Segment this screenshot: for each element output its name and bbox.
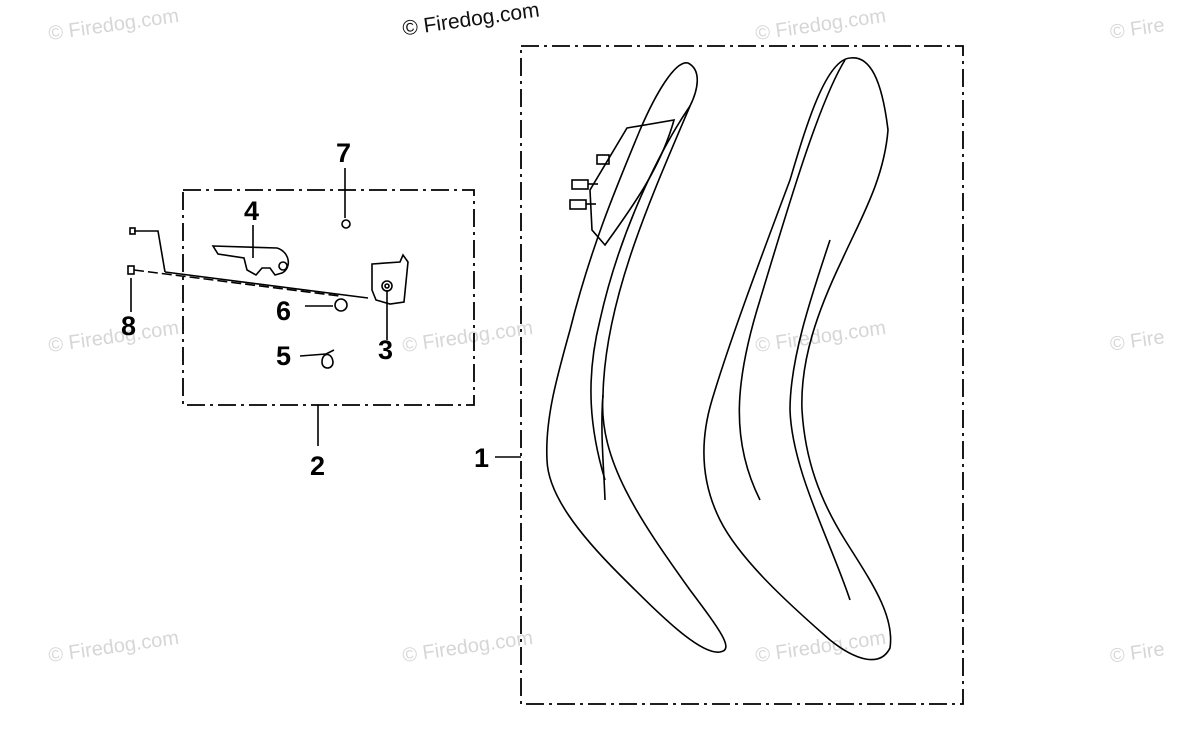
lock-plate-rivet [278, 261, 288, 271]
callout-8: 8 [121, 311, 137, 341]
seat-lock-cable [133, 269, 341, 297]
hinge-bolt [569, 199, 587, 210]
assembly-box-2 [182, 189, 475, 406]
cable-end [127, 265, 135, 275]
lock-plate-part-4 [211, 245, 290, 277]
callout-2: 2 [310, 451, 326, 481]
screw-part-7 [341, 219, 351, 229]
seat-right-outline [703, 57, 892, 661]
callout-1: 1 [474, 443, 490, 473]
seat-right-inner-line [738, 59, 846, 501]
latch-bracket-part-3 [371, 253, 409, 305]
callout-7: 7 [336, 138, 352, 168]
seat-hinge-bracket [589, 118, 676, 247]
callout-5: 5 [276, 341, 292, 371]
seat-right-inner-line [789, 239, 851, 601]
assembly-box-1 [520, 45, 964, 705]
callout-4: 4 [244, 196, 260, 226]
hinge-bolt [571, 179, 589, 190]
seat-left-outline [545, 62, 727, 653]
cable-end [129, 227, 136, 235]
callout-3: 3 [378, 335, 394, 365]
seat-lock-cable [134, 230, 166, 273]
hinge-bolt [596, 154, 610, 165]
clip-part-5 [321, 353, 334, 369]
leader-line-5 [299, 353, 327, 357]
washer-part-6 [334, 298, 348, 312]
callout-6: 6 [276, 296, 292, 326]
latch-bolt [381, 280, 393, 292]
seat-left-inner-line [601, 394, 606, 501]
